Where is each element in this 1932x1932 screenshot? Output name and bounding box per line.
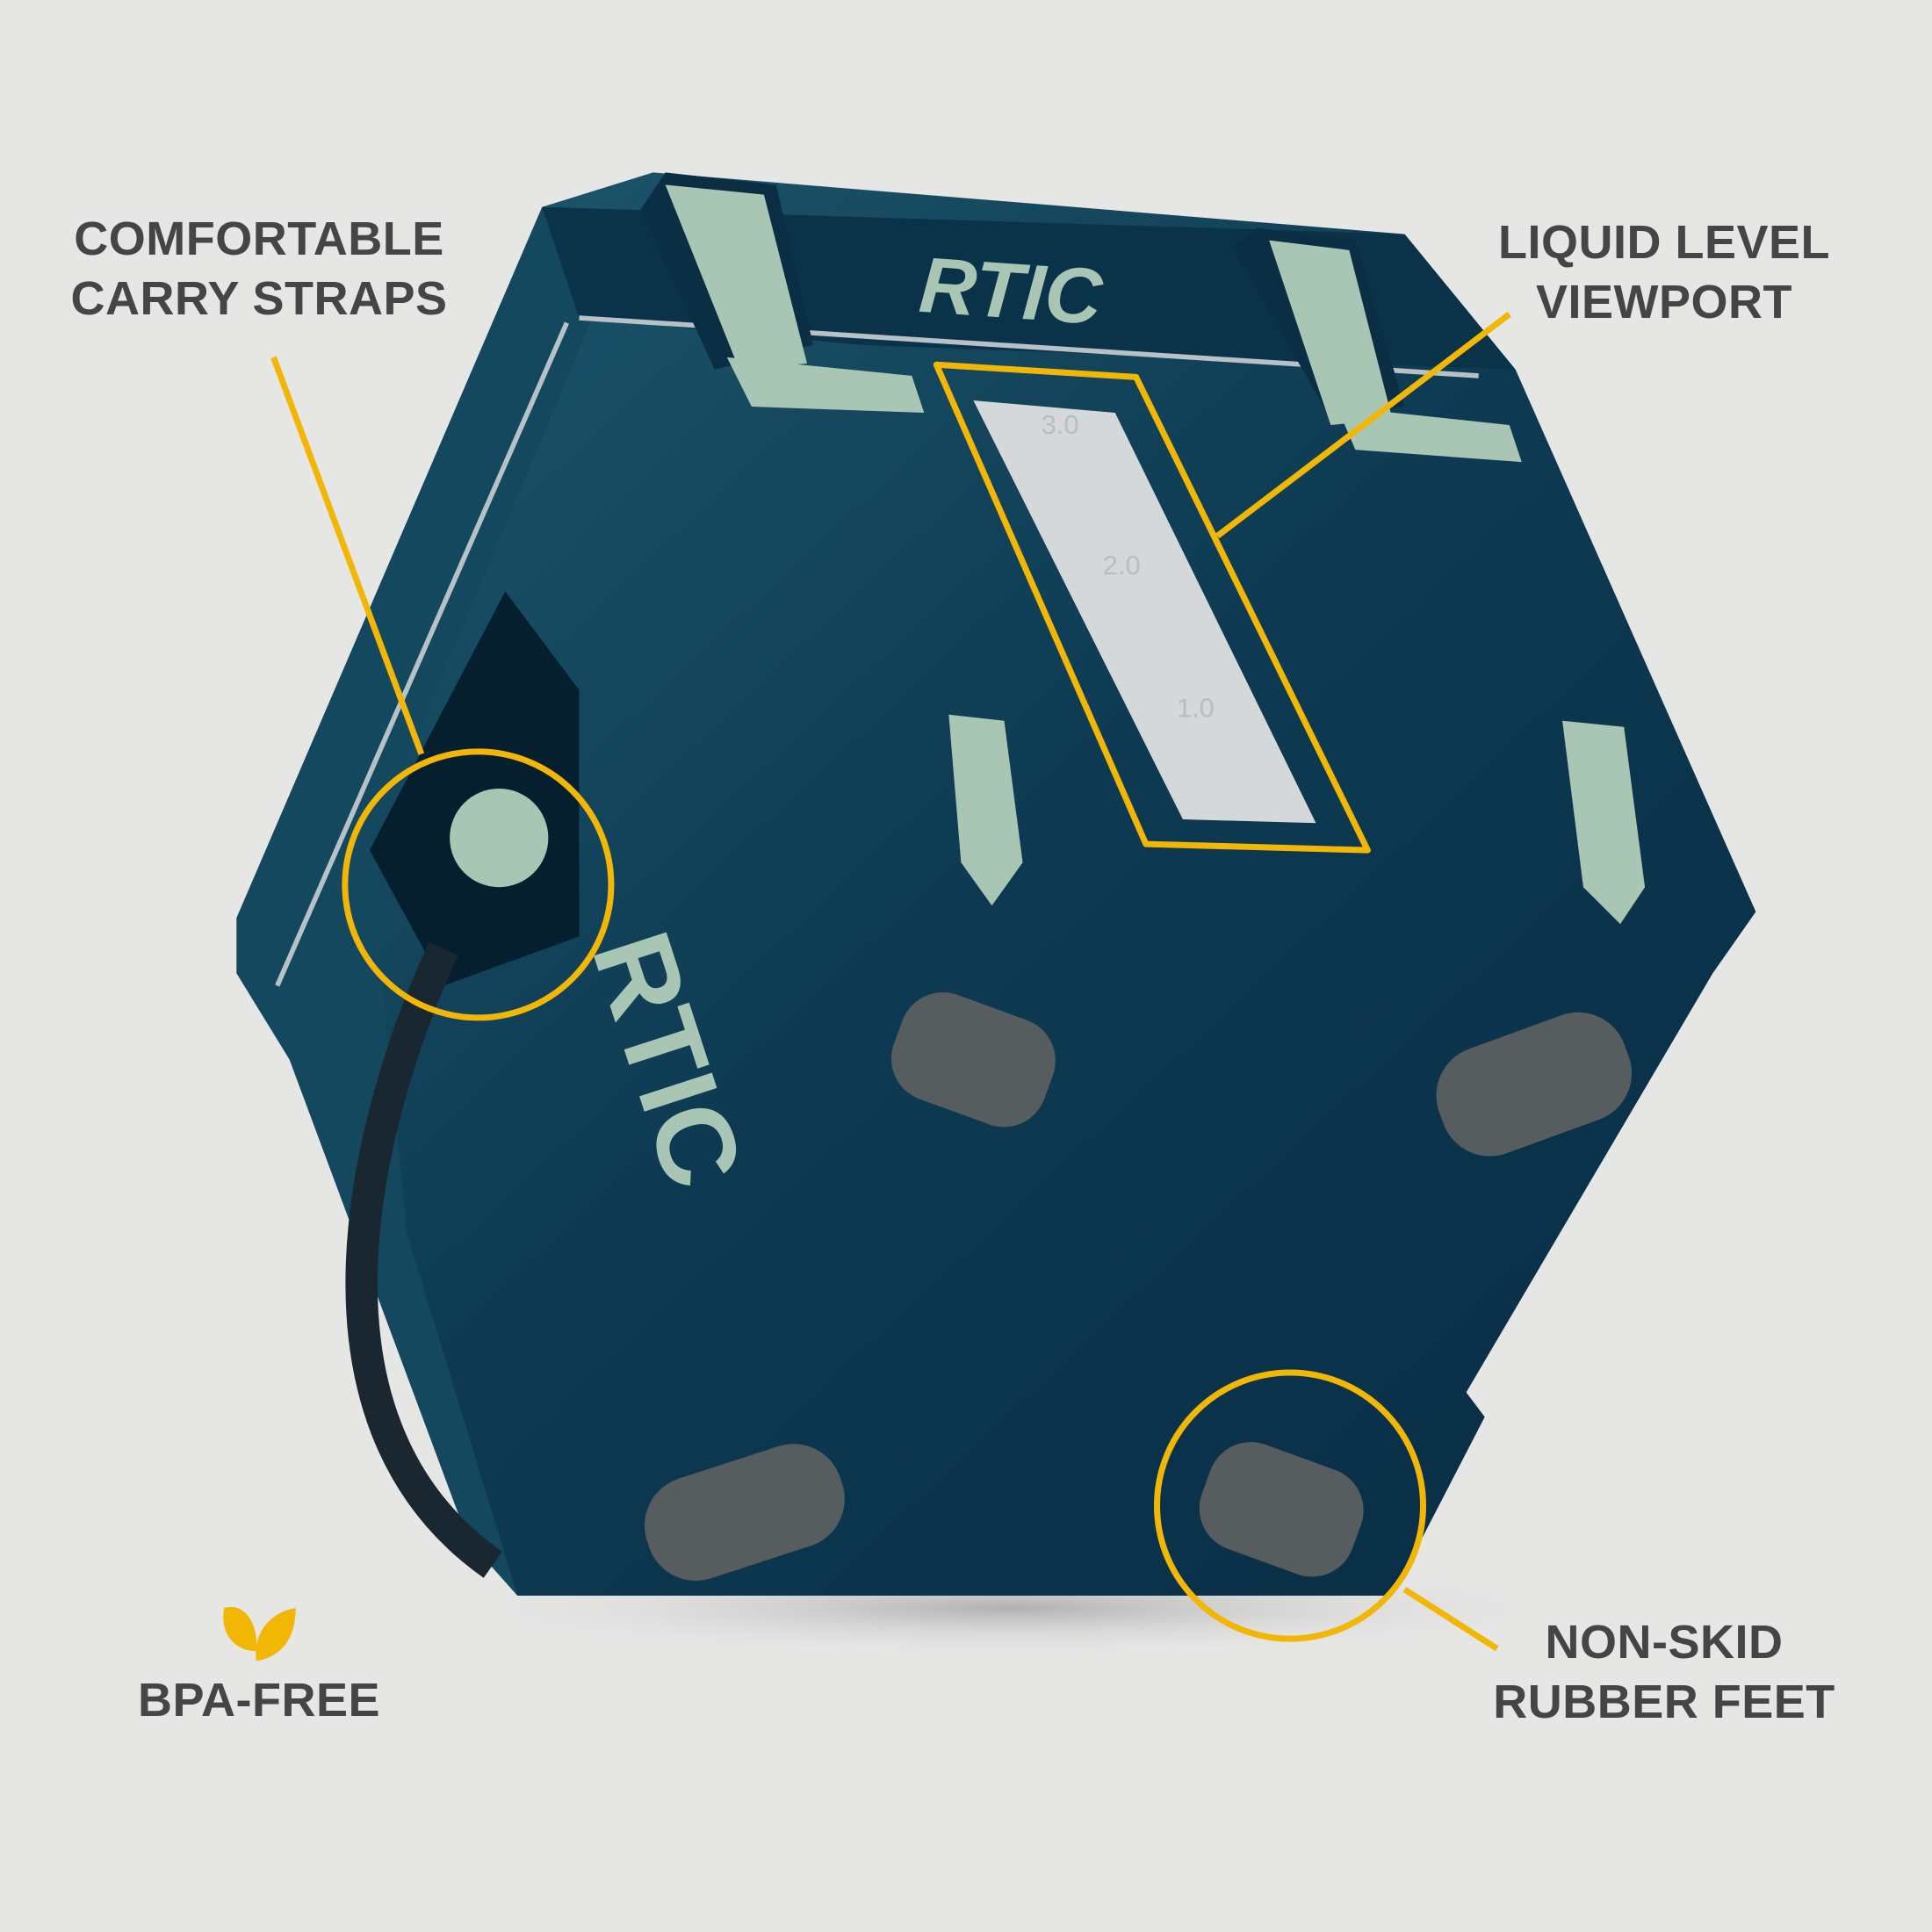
strap-button [450, 788, 549, 888]
callout-viewport: LIQUID LEVEL VIEWPORT [1475, 213, 1853, 332]
front-latch-right [1562, 720, 1646, 925]
gauge-mark: 2.0 [1103, 550, 1141, 580]
rubber-feet [644, 991, 1633, 1581]
gauge-mark: 3.0 [1042, 409, 1079, 440]
rubber-foot [1199, 1442, 1364, 1577]
side-handle-recess [369, 591, 580, 986]
callout-circle-feet [1153, 1369, 1427, 1642]
callout-line: RUBBER FEET [1493, 1676, 1835, 1728]
leaf-icon [223, 1606, 296, 1662]
callout-line: LIQUID LEVEL [1497, 216, 1830, 269]
callout-outline-viewport [933, 361, 1371, 854]
callout-line: COMFORTABLE [74, 213, 444, 265]
callout-circle-strap [342, 748, 615, 1021]
bpa-free-label: BPA-FREE [137, 1674, 380, 1727]
top-latch-left [640, 172, 925, 414]
callout-lines [270, 311, 1511, 1652]
viewport-window [973, 400, 1316, 824]
top-latch-right [1232, 227, 1522, 463]
gauge-mark: 1.0 [1177, 693, 1215, 724]
brand-logo-top: RTIC [917, 242, 1106, 342]
carry-strap [345, 941, 502, 1578]
rubber-foot [890, 991, 1056, 1128]
rubber-foot [644, 1444, 845, 1581]
callout-line: VIEWPORT [1535, 276, 1792, 328]
rubber-foot [1436, 1012, 1633, 1157]
gauge-marks: 3.0 2.0 1.0 [1042, 409, 1215, 724]
callout-feet: NON-SKID RUBBER FEET [1475, 1612, 1853, 1732]
callout-bpa-free: BPA-FREE [70, 1670, 448, 1730]
callout-carry-straps: COMFORTABLE CARRY STRAPS [70, 209, 448, 328]
front-latch-left [948, 714, 1023, 906]
callout-line: CARRY STRAPS [70, 272, 448, 325]
callout-line: NON-SKID [1545, 1616, 1784, 1669]
